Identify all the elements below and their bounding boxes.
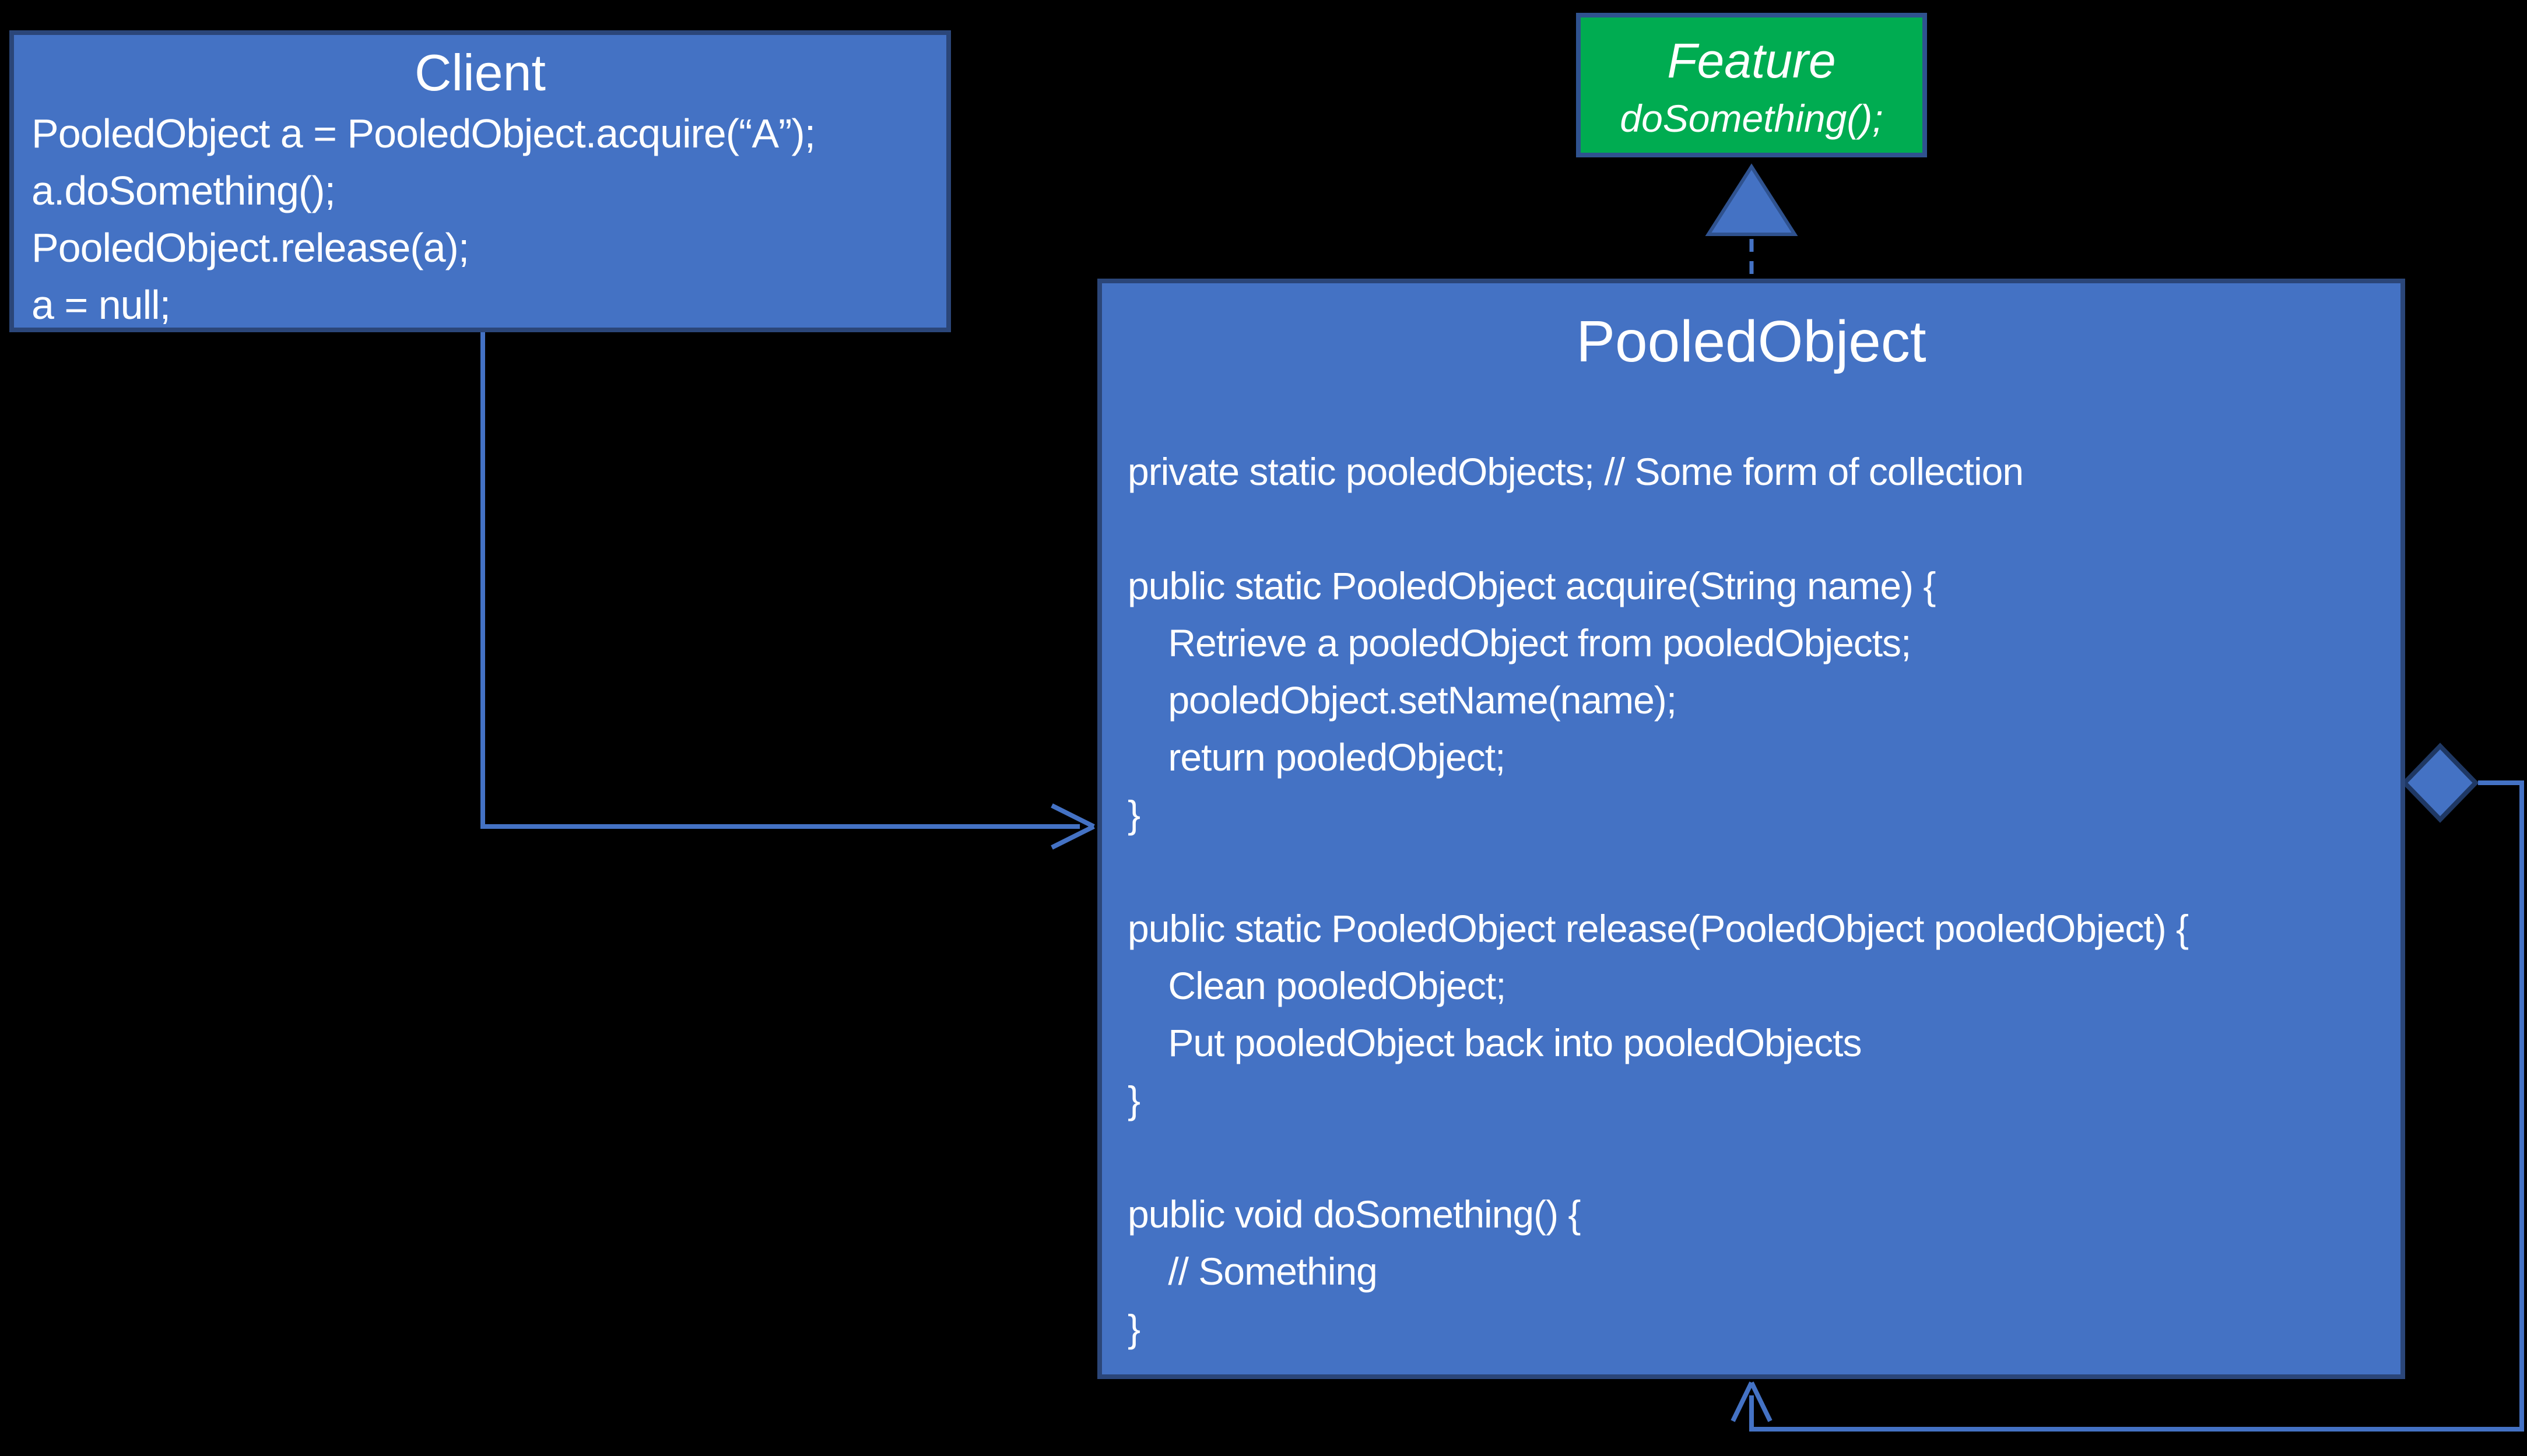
- association-line-client-to-pooledobject: [480, 332, 1080, 829]
- code-line: [1128, 500, 2375, 557]
- code-line: public static PooledObject release(Poole…: [1128, 907, 2189, 950]
- code-line: }: [1128, 1307, 1140, 1350]
- pooledobject-title: PooledObject: [1576, 309, 1926, 374]
- feature-method: doSomething();: [1620, 97, 1883, 140]
- code-line: a = null;: [31, 282, 171, 328]
- code-line: public static PooledObject acquire(Strin…: [1128, 564, 1936, 607]
- code-line: // Something: [1128, 1250, 1378, 1293]
- client-class-box: Client PooledObject a = PooledObject.acq…: [9, 30, 951, 332]
- code-line: [1128, 843, 2375, 900]
- code-line: Clean pooledObject;: [1128, 964, 1506, 1007]
- code-line: pooledObject.setName(name);: [1128, 678, 1677, 722]
- code-line: private static pooledObjects; // Some fo…: [1128, 450, 2024, 493]
- client-title: Client: [415, 44, 546, 101]
- aggregation-loop-line: [1749, 780, 2524, 1432]
- feature-interface-box: Feature doSomething();: [1576, 13, 1927, 157]
- aggregation-arrowhead-icon: [1731, 1381, 1773, 1422]
- pooledobject-class-box: PooledObject private static pooledObject…: [1097, 279, 2405, 1379]
- code-line: return pooledObject;: [1128, 736, 1505, 779]
- code-line: a.doSomething();: [31, 168, 336, 213]
- pooledobject-code: private static pooledObjects; // Some fo…: [1128, 443, 2375, 1357]
- code-line: PooledObject.release(a);: [31, 225, 469, 270]
- code-line: Put pooledObject back into pooledObjects: [1128, 1021, 1862, 1064]
- realization-triangle-icon: [1705, 163, 1798, 236]
- code-line: public void doSomething() {: [1128, 1193, 1581, 1236]
- code-line: }: [1128, 793, 1140, 836]
- aggregation-diamond-icon: [2401, 743, 2479, 823]
- code-line: PooledObject a = PooledObject.acquire(“A…: [31, 111, 816, 156]
- feature-title: Feature: [1667, 33, 1836, 88]
- code-line: }: [1128, 1078, 1140, 1121]
- code-line: Retrieve a pooledObject from pooledObjec…: [1128, 621, 1911, 664]
- code-line: [1128, 1128, 2375, 1186]
- client-code: PooledObject a = PooledObject.acquire(“A…: [31, 105, 929, 333]
- association-arrowhead-icon: [1051, 803, 1095, 850]
